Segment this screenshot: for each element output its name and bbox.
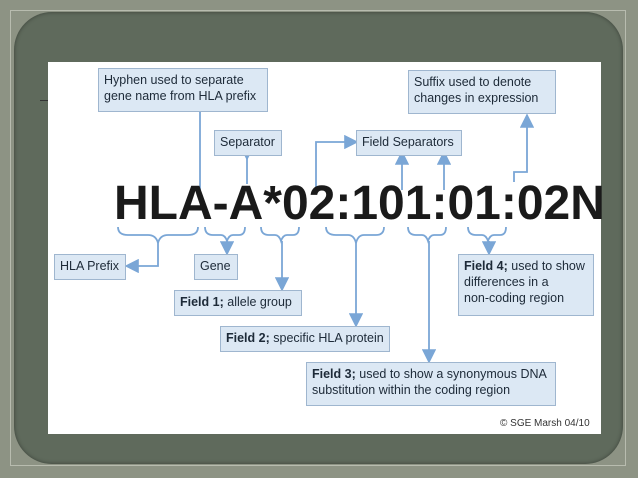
field2-box: Field 2; specific HLA protein: [220, 326, 390, 352]
slide-border: [10, 10, 626, 466]
separator-label-box: Separator: [214, 130, 282, 156]
code-field3: 01: [447, 177, 501, 230]
field1-description: allele group: [223, 295, 292, 309]
code-separator-2: :: [431, 177, 448, 230]
code-separator-3: :: [500, 177, 517, 230]
code-separator-1: :: [335, 177, 352, 230]
suffix-label-box: Suffix used to denote changes in express…: [408, 70, 556, 114]
field3-description-line1: used to show a synonymous DNA: [355, 367, 547, 381]
field2-description: specific HLA protein: [269, 331, 384, 345]
copyright-notice: © SGE Marsh 04/10: [500, 418, 590, 429]
code-field4: 02: [516, 177, 571, 230]
code-suffix: N: [570, 177, 605, 230]
gene-label: Gene: [200, 259, 231, 273]
hyphen-label-box: Hyphen used to separate gene name from H…: [98, 68, 268, 112]
gene-box: Gene: [194, 254, 238, 280]
field1-box: Field 1; allele group: [174, 290, 302, 316]
code-field1: 02: [281, 177, 336, 230]
field3-description-line2: substitution within the coding region: [312, 383, 511, 397]
field4-description-line2: differences in a: [464, 275, 549, 289]
field-separators-label: Field Separators: [362, 135, 454, 149]
field1-title: Field 1;: [180, 295, 224, 309]
dash-mark: [40, 100, 48, 101]
suffix-label-line2: changes in expression: [414, 91, 539, 105]
field4-description-line3: non-coding region: [464, 291, 565, 305]
field4-box: Field 4; used to show differences in a n…: [458, 254, 594, 316]
field4-title: Field 4;: [464, 259, 508, 273]
hla-allele-code: HLA-A*02:101:01:02N: [114, 176, 605, 231]
field3-title: Field 3;: [312, 367, 356, 381]
separator-label: Separator: [220, 135, 275, 149]
field-separators-label-box: Field Separators: [356, 130, 462, 156]
connector-lines: [117, 99, 535, 364]
code-field2: 101: [351, 177, 432, 230]
hyphen-label-line2: gene name from HLA prefix: [104, 89, 257, 103]
field4-description-line1: used to show: [507, 259, 585, 273]
suffix-label-line1: Suffix used to denote: [414, 75, 532, 89]
hla-prefix-label: HLA Prefix: [60, 259, 120, 273]
code-prefix: HLA-A*: [114, 177, 282, 230]
hyphen-label-line1: Hyphen used to separate: [104, 73, 244, 87]
field2-title: Field 2;: [226, 331, 270, 345]
hla-nomenclature-diagram: Hyphen used to separate gene name from H…: [48, 62, 605, 434]
field3-box: Field 3; used to show a synonymous DNA s…: [306, 362, 556, 406]
hla-prefix-box: HLA Prefix: [54, 254, 126, 280]
